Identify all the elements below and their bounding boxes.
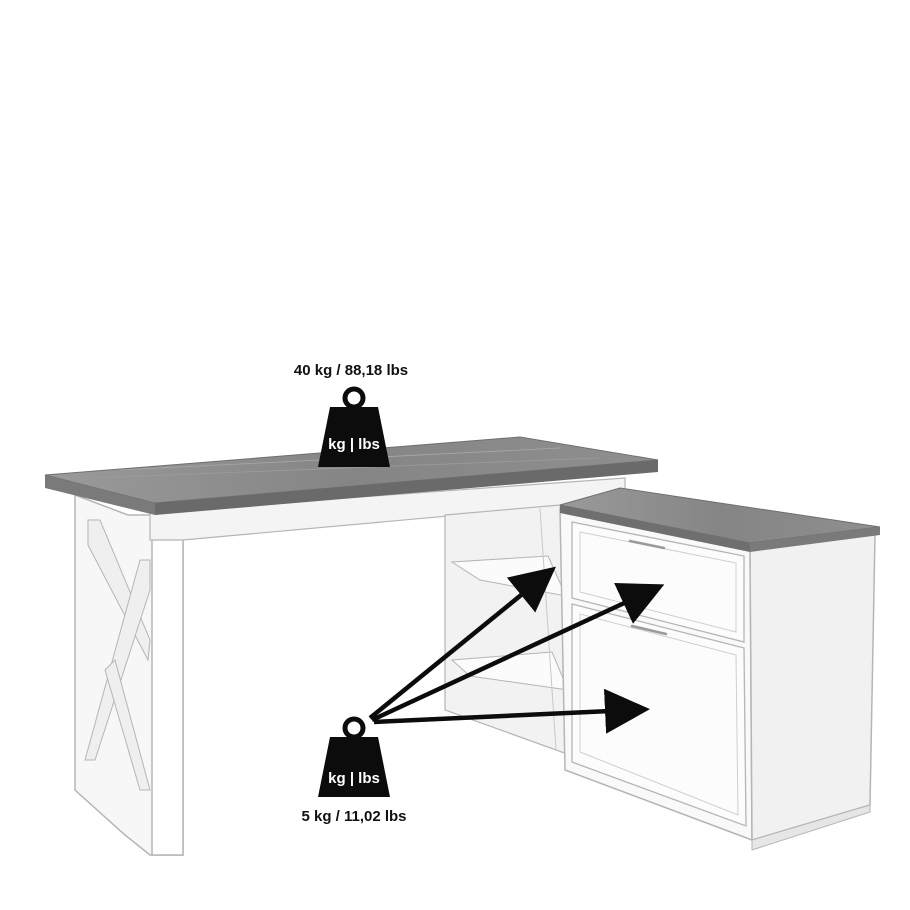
desk-top-weight-label: 40 kg / 88,18 lbs (293, 362, 409, 379)
desk-frame (74, 477, 626, 856)
drawer-cabinet (559, 509, 876, 851)
cabinet-weight-label: 5 kg / 11,02 lbs (301, 808, 407, 825)
weight-icon-text: kg | lbs (328, 436, 380, 453)
left-leg-front-post (151, 514, 184, 856)
top-drawer-front (571, 521, 745, 643)
cabinet-top (559, 487, 881, 552)
bottom-door-handle (630, 624, 668, 636)
top-drawer-handle (628, 539, 666, 550)
weight-icon: kg | lbs (318, 716, 390, 797)
left-leg-x-brace-2 (84, 559, 151, 761)
desk-top (44, 436, 659, 515)
desk-apron (149, 477, 626, 541)
cabinet-side (749, 534, 876, 842)
weight-icon: kg | lbs (318, 386, 390, 467)
left-leg-x-brace-3 (104, 659, 151, 791)
weight-icon-text: kg | lbs (328, 770, 380, 787)
load-arrows (368, 566, 665, 734)
arrow-to-drawer (371, 582, 665, 723)
cabinet-plinth (564, 769, 871, 851)
bottom-door-front (571, 603, 747, 827)
arrow-to-door (373, 688, 650, 734)
arrow-to-shelf (368, 566, 556, 720)
